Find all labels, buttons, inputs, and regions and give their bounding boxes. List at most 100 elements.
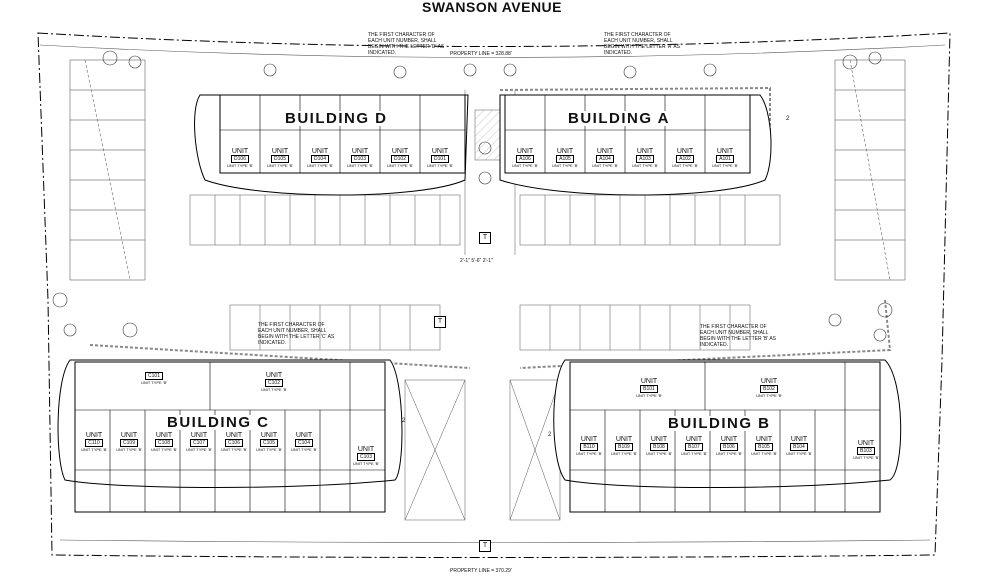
unit-type: UNIT TYPE 'B'	[352, 461, 380, 466]
unit-label: UNIT	[716, 148, 734, 155]
parking-left	[69, 59, 146, 281]
unit-type: UNIT TYPE 'B'	[346, 163, 374, 168]
unit-number: D101	[431, 155, 449, 163]
transformer-tag: T	[434, 316, 446, 328]
building-d-title: BUILDING D	[283, 110, 390, 127]
unit-type: UNIT TYPE 'B'	[80, 447, 108, 452]
unit-type: UNIT TYPE 'B'	[306, 163, 334, 168]
unit-type: UNIT TYPE 'B'	[226, 163, 254, 168]
unit-type: UNIT TYPE 'B'	[150, 447, 178, 452]
unit-type: UNIT TYPE 'B'	[852, 455, 880, 460]
unit-label: UNIT	[790, 436, 808, 443]
detail-tag: 2	[402, 418, 406, 424]
unit-number: B101	[640, 385, 658, 393]
unit-number: C106	[225, 439, 243, 447]
building-b-title: BUILDING B	[666, 415, 773, 432]
unit-type: UNIT TYPE 'B'	[785, 451, 813, 456]
unit-label: UNIT	[596, 148, 614, 155]
unit-label: UNIT	[556, 148, 574, 155]
unit-label: UNIT	[225, 432, 243, 439]
unit-number: C105	[260, 439, 278, 447]
unit-number: C110	[85, 439, 103, 447]
unit-type: UNIT TYPE 'B'	[591, 163, 619, 168]
unit-number: A103	[636, 155, 654, 163]
note-building-d: THE FIRST CHARACTER OF EACH UNIT NUMBER,…	[368, 32, 445, 56]
unit-type: UNIT TYPE 'B'	[185, 447, 213, 452]
unit-number: B106	[720, 443, 738, 451]
unit-number: D106	[231, 155, 249, 163]
unit-type: UNIT TYPE 'B'	[680, 451, 708, 456]
property-line-bottom: PROPERTY LINE = 370.29'	[450, 568, 512, 574]
unit-number: B102	[760, 385, 778, 393]
unit-label: UNIT	[85, 432, 103, 439]
parking-right	[834, 59, 906, 281]
unit-number: A106	[516, 155, 534, 163]
unit-type: UNIT TYPE 'B'	[255, 447, 283, 452]
building-a-title: BUILDING A	[566, 110, 672, 127]
unit-number: D105	[271, 155, 289, 163]
unit-label: UNIT	[676, 148, 694, 155]
unit-label: UNIT	[685, 436, 703, 443]
unit-number: C107	[190, 439, 208, 447]
parking-stalls-top	[189, 194, 781, 246]
unit-label: UNIT	[615, 436, 633, 443]
unit-label: UNIT	[260, 432, 278, 439]
unit-number: D104	[311, 155, 329, 163]
unit-number: A104	[596, 155, 614, 163]
note-building-a: THE FIRST CHARACTER OF EACH UNIT NUMBER,…	[604, 32, 680, 56]
unit-number: A101	[716, 155, 734, 163]
unit-label: UNIT	[357, 446, 375, 453]
transformer-tag: T	[479, 540, 491, 552]
unit-type: UNIT TYPE 'B'	[715, 451, 743, 456]
unit-type: UNIT TYPE 'B'	[631, 163, 659, 168]
unit-type: UNIT TYPE 'B'	[551, 163, 579, 168]
street-name: SWANSON AVENUE	[421, 0, 562, 15]
detail-tag: 2	[548, 432, 552, 438]
unit-label: UNIT	[265, 372, 283, 379]
unit-type: UNIT TYPE 'B'	[575, 451, 603, 456]
unit-label: UNIT	[231, 148, 249, 155]
note-building-b: THE FIRST CHARACTER OF EACH UNIT NUMBER,…	[700, 324, 776, 348]
unit-number: B107	[685, 443, 703, 451]
unit-label: UNIT	[720, 436, 738, 443]
unit-type: UNIT TYPE 'B'	[140, 380, 168, 385]
unit-number: A102	[676, 155, 694, 163]
unit-number: B105	[755, 443, 773, 451]
unit-label: UNIT	[516, 148, 534, 155]
unit-label: UNIT	[190, 432, 208, 439]
unit-number: A105	[556, 155, 574, 163]
property-line	[37, 32, 951, 558]
unit-number: C104	[295, 439, 313, 447]
building-c-title: BUILDING C	[165, 414, 272, 431]
unit-label: UNIT	[295, 432, 313, 439]
unit-label: UNIT	[857, 440, 875, 447]
unit-number: C101	[145, 372, 163, 380]
unit-type: UNIT TYPE 'B'	[750, 451, 778, 456]
trees	[52, 50, 893, 342]
unit-number: C102	[265, 379, 283, 387]
unit-type: UNIT TYPE 'B'	[711, 163, 739, 168]
unit-number: C109	[120, 439, 138, 447]
parking-stalls-middle	[229, 304, 751, 351]
